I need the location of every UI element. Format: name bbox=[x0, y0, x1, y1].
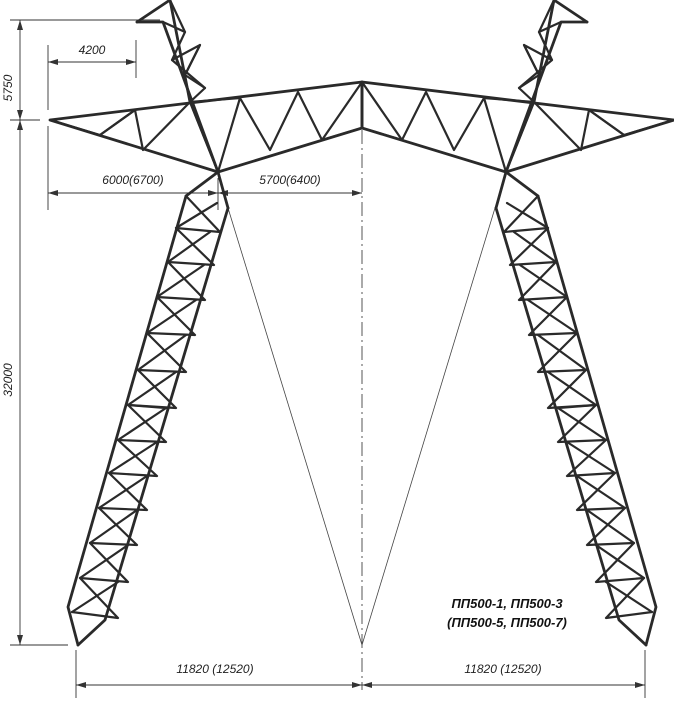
caption-line-2: (ПП500-5, ПП500-7) bbox=[447, 615, 567, 630]
dim-inner-half: 5700(6400) bbox=[259, 173, 320, 187]
dim-top-height: 5750 bbox=[1, 74, 15, 101]
right-leg bbox=[494, 170, 658, 647]
dim-peak-offset: 4200 bbox=[79, 43, 106, 57]
right-crossarm bbox=[360, 0, 674, 174]
guy-lines bbox=[227, 207, 496, 646]
left-crossarm bbox=[48, 0, 364, 174]
dim-base-left: 11820 (12520) bbox=[176, 662, 253, 676]
dim-left-arm: 6000(6700) bbox=[102, 173, 163, 187]
dim-tower-height: 32000 bbox=[1, 363, 15, 397]
dim-base-right: 11820 (12520) bbox=[464, 662, 541, 676]
left-leg bbox=[66, 170, 230, 647]
caption-line-1: ПП500-1, ПП500-3 bbox=[451, 596, 563, 611]
dimension-lines bbox=[10, 19, 646, 698]
